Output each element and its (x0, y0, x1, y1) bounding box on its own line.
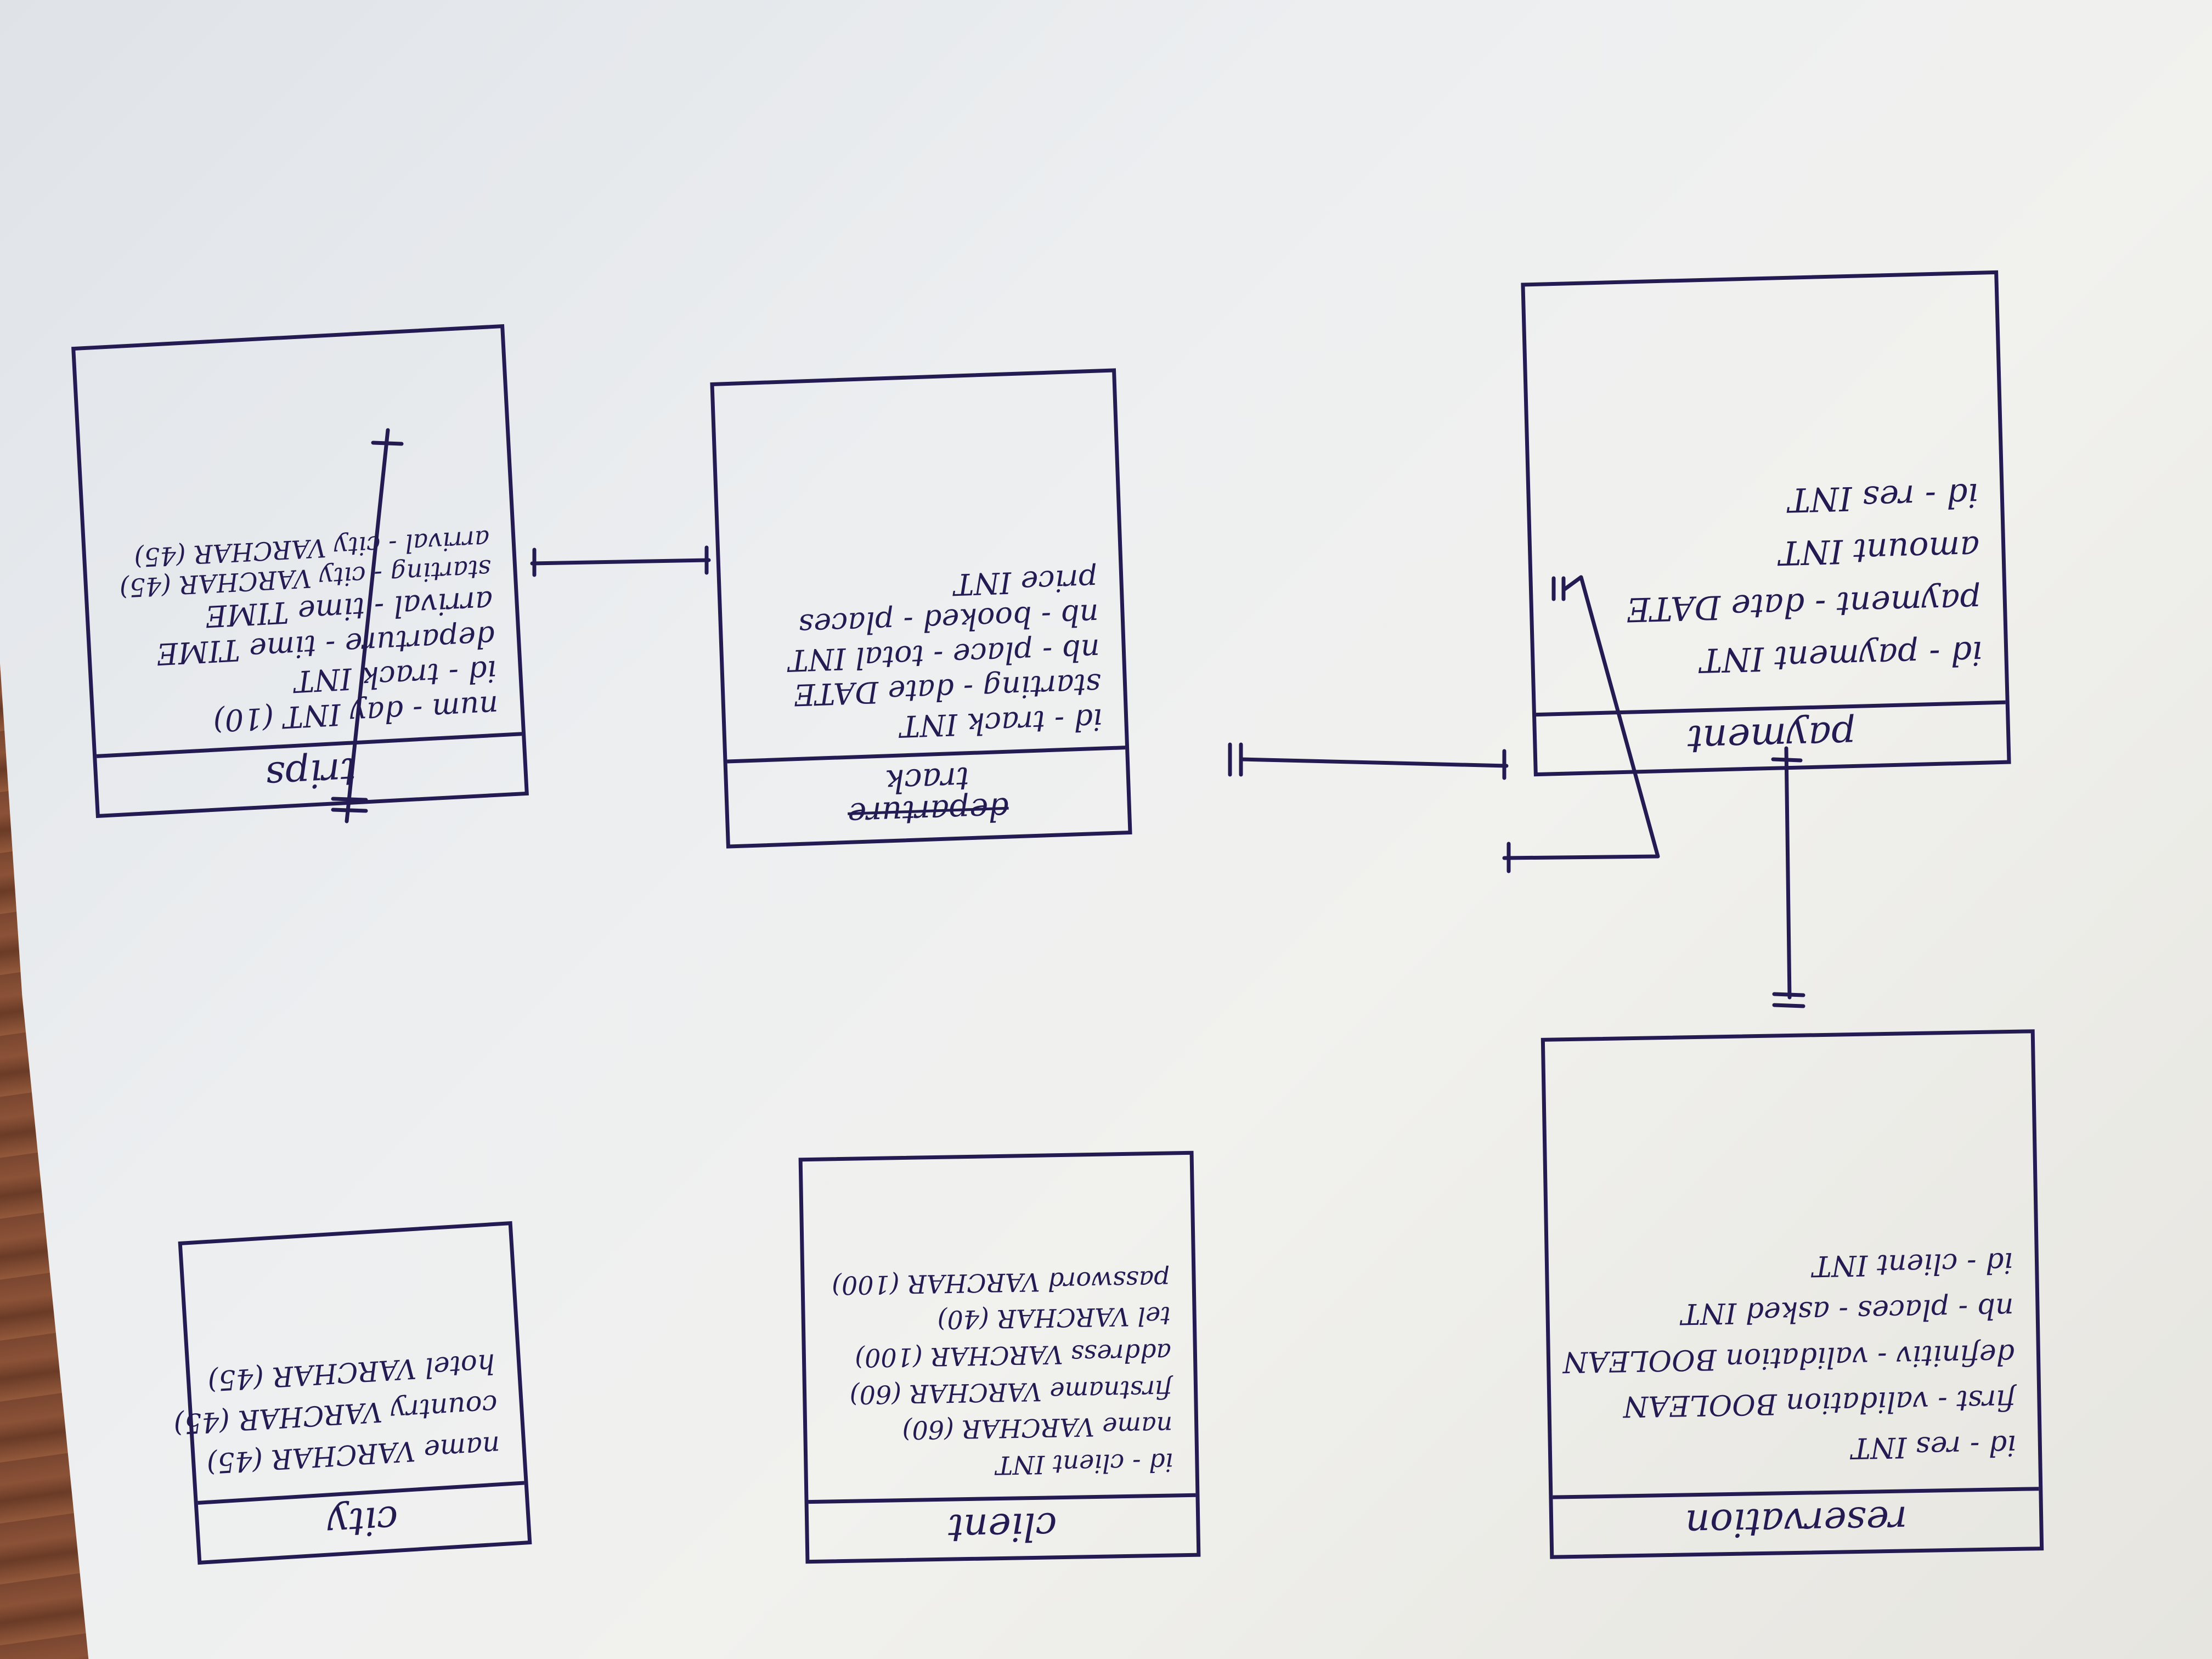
reservation-attr-first-validation: first - validation BOOLEAN (1623, 1383, 2016, 1423)
payment-attributes: id - payment INT payment - date DATE amo… (1530, 468, 2006, 713)
payment-title: payment (1536, 700, 2007, 773)
entity-track: departure track id - track INT starting … (710, 368, 1132, 849)
entity-reservation: reservation id - res INT first - validat… (1541, 1029, 2044, 1559)
client-attr-name: name VARCHAR (60) (902, 1410, 1173, 1446)
rel-reservation-payment (1771, 746, 1805, 1008)
reservation-attr-id-client: id - client INT (1812, 1246, 2013, 1283)
entity-city: city name VARCHAR (45) country VARCHAR (… (173, 1221, 532, 1565)
city-attributes: name VARCHAR (45) country VARCHAR (45) h… (173, 1341, 524, 1501)
track-title-block: departure track (727, 746, 1128, 845)
client-attr-password: password VARCHAR (100) (831, 1265, 1171, 1300)
entity-client: client id - client INT name VARCHAR (60)… (798, 1150, 1201, 1564)
reservation-attr-nb-places-asked: nb - places - asked INT (1681, 1291, 2015, 1330)
client-attributes: id - client INT name VARCHAR (60) firstn… (804, 1261, 1195, 1500)
client-attr-id-client: id - client INT (995, 1447, 1173, 1481)
client-attr-firstname: firstname VARCHAR (60) (849, 1374, 1172, 1410)
track-attributes: id - track INT starting - date DATE nb -… (721, 561, 1125, 760)
rel-trips-track (530, 545, 711, 577)
rel-client-reservation (1228, 742, 1509, 780)
client-attr-address: address VARCHAR (100) (854, 1338, 1172, 1373)
trips-attributes: num - day INT (10) id - track INT depart… (86, 523, 522, 754)
reservation-attributes: id - res INT first - validation BOOLEAN … (1548, 1239, 2039, 1495)
reservation-title: reservation (1553, 1487, 2040, 1555)
track-title: track (884, 760, 970, 800)
client-attr-tel: tel VARCHAR (40) (937, 1301, 1171, 1335)
entity-trips: trips num - day INT (10) id - track INT … (71, 324, 529, 819)
payment-attr-id-res: id - res INT (1787, 475, 1979, 519)
client-title: client (808, 1493, 1197, 1560)
rel-trips-city (331, 428, 404, 823)
rel-reservation-track (1502, 575, 1660, 873)
reservation-attr-definitiv-validation: definitiv - validation BOOLEAN (1562, 1337, 2015, 1378)
reservation-attr-id-res: id - res INT (1851, 1428, 2017, 1465)
entity-payment: payment id - payment INT payment - date … (1521, 270, 2011, 777)
